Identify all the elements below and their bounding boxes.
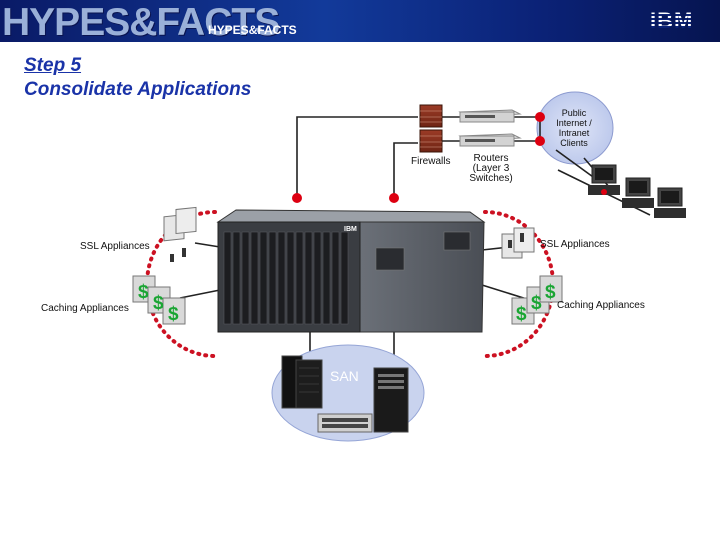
- ssl-appliances-right-label: SSL Appliances: [540, 239, 610, 250]
- ibm-logo: IBM: [650, 8, 694, 33]
- chassis-brand: IBM: [344, 226, 357, 233]
- client-terminals-icon: [588, 164, 686, 218]
- svg-text:$: $: [545, 282, 556, 303]
- svg-text:$: $: [138, 282, 149, 303]
- firewalls-label: Firewalls: [411, 156, 451, 167]
- san-label: SAN: [330, 368, 359, 384]
- right-appliance-ring: [483, 210, 555, 358]
- svg-text:$: $: [153, 293, 164, 314]
- banner-logo: HYPES&FACTS: [2, 1, 280, 44]
- ssl-appliance-right-icon: [501, 227, 535, 259]
- caching-appliances-left-label: Caching Appliances: [41, 303, 129, 314]
- page-title: Step 5 Consolidate Applications: [24, 54, 251, 102]
- svg-text:$: $: [516, 304, 527, 325]
- caching-appliance-left-icon: $$$: [132, 275, 186, 325]
- caching-appliances-right-label: Caching Appliances: [557, 300, 645, 311]
- router-icon: [458, 109, 522, 147]
- ssl-appliance-left-icon: [163, 206, 197, 262]
- blade-chassis: IBM: [216, 209, 486, 333]
- header-banner: HYPES&FACTS HYPES&FACTS IBM: [0, 0, 720, 44]
- svg-text:$: $: [531, 293, 542, 314]
- banner-logo-small: HYPES&FACTS: [208, 23, 297, 37]
- svg-text:$: $: [168, 304, 179, 325]
- routers-label: Routers (Layer 3 Switches): [469, 153, 513, 184]
- step-heading: Consolidate Applications: [24, 79, 252, 100]
- firewall-icon: [419, 104, 443, 153]
- san-storage-icon: [281, 355, 409, 433]
- step-title: Step 5: [24, 55, 82, 76]
- connector-dots: [292, 112, 545, 203]
- caching-appliance-right-icon: $$$: [511, 275, 563, 325]
- ssl-appliances-left-label: SSL Appliances: [80, 241, 150, 252]
- internet-clients-label: Public Internet / Intranet Clients: [556, 108, 592, 148]
- left-appliance-ring: [145, 210, 217, 358]
